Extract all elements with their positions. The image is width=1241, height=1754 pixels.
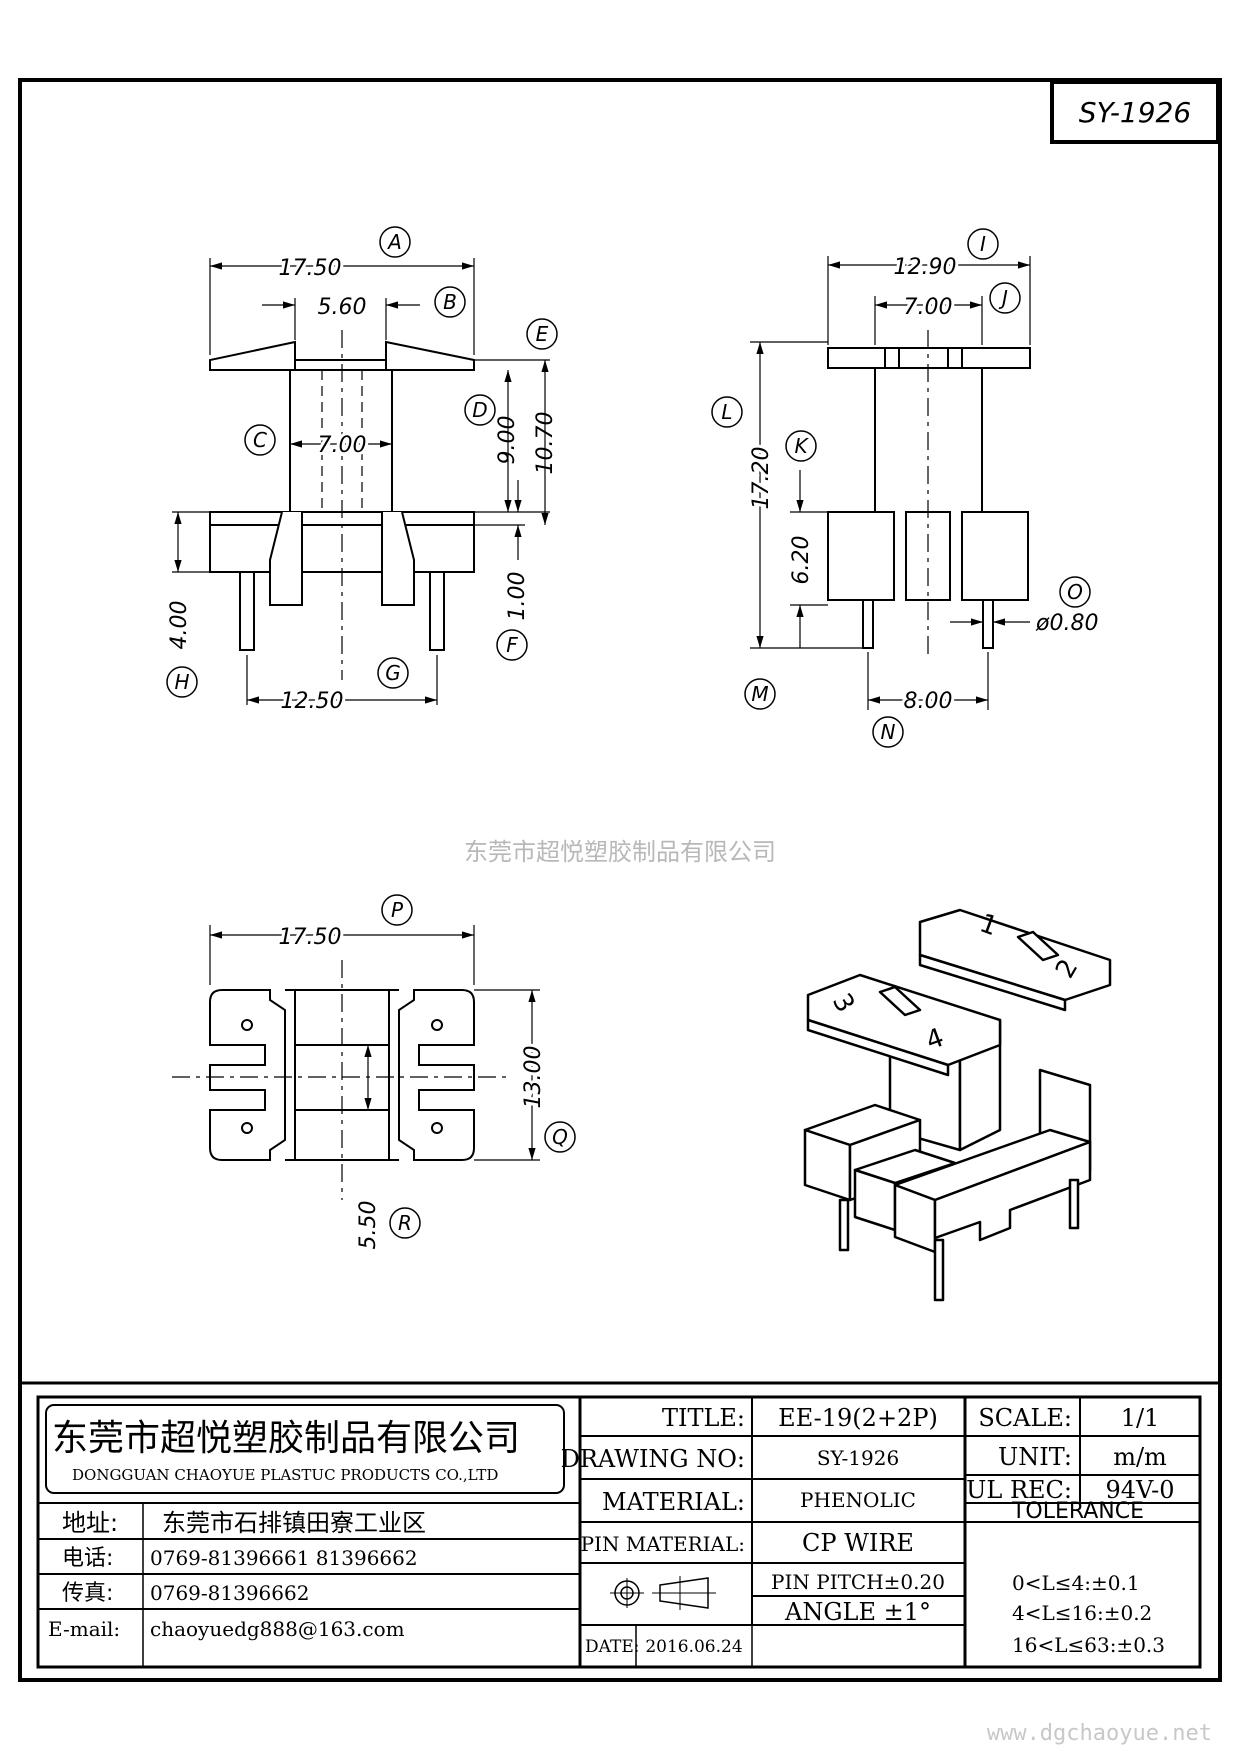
tolerance-row-3: 16<L≤63:±0.3 — [1012, 1633, 1165, 1657]
title-value: EE-19(2+2P) — [778, 1404, 938, 1432]
front-view — [172, 258, 550, 705]
callout-E: E — [536, 322, 549, 346]
callout-N: N — [881, 720, 896, 744]
callout-H: H — [174, 670, 189, 694]
callout-O: O — [1067, 580, 1083, 604]
dim-D: 9.00 — [495, 416, 520, 465]
dim-H: 4.00 — [167, 601, 192, 650]
callout-R: R — [398, 1211, 412, 1235]
address-label: 地址: — [62, 1509, 118, 1537]
drawing-code: SY-1926 — [1079, 96, 1191, 129]
dim-Q: 13.00 — [521, 1046, 546, 1109]
dim-P: 17.50 — [279, 925, 342, 950]
drawing-no-value: SY-1926 — [817, 1446, 899, 1470]
callout-M: M — [751, 682, 768, 706]
sheet-border — [18, 78, 1222, 1682]
dim-A: 17.50 — [279, 256, 342, 281]
tolerance-heading: TOLERANCE — [1011, 1499, 1144, 1524]
tolerance-row-1: 0<L≤4:±0.1 — [1012, 1571, 1140, 1595]
side-view — [750, 256, 1031, 710]
callout-C: C — [253, 428, 267, 452]
callout-D: D — [472, 398, 487, 422]
ul-rec-label: UL REC: — [966, 1476, 1072, 1504]
website-text: www.dgchaoyue.net — [987, 1721, 1212, 1746]
unit-value: m/m — [1113, 1443, 1167, 1471]
dim-C: 7.00 — [318, 433, 367, 458]
side-view-callout-letters: I J K L M N O — [721, 232, 1082, 744]
callout-Q: Q — [552, 1125, 568, 1149]
dim-G: 12.50 — [281, 689, 344, 714]
drawing-no-label: DRAWING NO: — [561, 1445, 745, 1473]
angle-tolerance: ANGLE ±1° — [784, 1598, 931, 1626]
material-label: MATERIAL: — [602, 1488, 745, 1516]
dim-F: 1.00 — [505, 572, 530, 621]
callout-P: P — [391, 898, 404, 922]
pin-material-value: CP WIRE — [802, 1529, 914, 1557]
title-block-text: 东莞市超悦塑胶制品有限公司 DONGGUAN CHAOYUE PLASTUC P… — [48, 1404, 1175, 1657]
front-view-dimension-text: 17.50 5.60 7.00 9.00 10.70 1.00 4.00 12.… — [167, 253, 558, 717]
date-label: DATE: — [585, 1637, 639, 1657]
watermark-text: 东莞市超悦塑胶制品有限公司 — [464, 838, 776, 866]
callout-I: I — [980, 232, 986, 256]
title-block — [20, 1381, 1220, 1669]
dim-L: 17.20 — [749, 447, 774, 510]
material-value: PHENOLIC — [800, 1488, 916, 1512]
drawing-code-box: SY-1926 — [1050, 80, 1220, 144]
dim-I: 12.90 — [894, 255, 957, 280]
phone-label: 电话: — [62, 1546, 113, 1571]
email-label: E-mail: — [48, 1617, 120, 1641]
dim-J: 7.00 — [904, 295, 953, 320]
callout-J: J — [998, 286, 1008, 310]
dim-B: 5.60 — [318, 295, 367, 320]
callout-A: A — [386, 230, 402, 254]
pin-pitch: PIN PITCH±0.20 — [771, 1570, 945, 1594]
ul-rec-value: 94V-0 — [1105, 1476, 1174, 1504]
tolerance-row-2: 4<L≤16:±0.2 — [1012, 1601, 1152, 1625]
bottom-view-dimension-text: 17.50 13.00 5.50 — [276, 922, 549, 1250]
callout-G: G — [385, 661, 401, 685]
company-name-cn: 东莞市超悦塑胶制品有限公司 — [52, 1418, 520, 1459]
isometric-view — [803, 908, 1112, 1302]
date-value: 2016.06.24 — [645, 1637, 742, 1657]
company-name-en: DONGGUAN CHAOYUE PLASTUC PRODUCTS CO.,LT… — [72, 1466, 498, 1484]
callout-K: K — [794, 434, 809, 458]
dim-K: 6.20 — [789, 536, 814, 585]
callout-B: B — [443, 290, 457, 314]
dim-O: ø0.80 — [1035, 611, 1098, 636]
bottom-view-callouts — [381, 894, 576, 1239]
scale-label: SCALE: — [978, 1404, 1072, 1432]
dim-N: 8.00 — [904, 689, 953, 714]
front-view-callouts — [166, 226, 558, 698]
title-label: TITLE: — [662, 1404, 745, 1432]
bottom-view — [172, 925, 540, 1200]
callout-L: L — [721, 400, 732, 424]
unit-label: UNIT: — [998, 1443, 1072, 1471]
fax-label: 传真: — [62, 1581, 113, 1606]
pin-material-label: PIN MATERIAL: — [581, 1532, 745, 1556]
bottom-view-callout-letters: P Q R — [391, 898, 568, 1235]
side-view-dimension-text: 12.90 7.00 17.20 6.20 ø0.80 8.00 — [746, 252, 1098, 717]
dim-R: 5.50 — [356, 1201, 381, 1250]
dim-E: 10.70 — [533, 412, 558, 475]
front-view-callout-letters: A B C D E F G H — [174, 230, 548, 694]
phone-value: 0769-81396661 81396662 — [150, 1546, 418, 1570]
scale-value: 1/1 — [1121, 1404, 1160, 1432]
fax-value: 0769-81396662 — [150, 1581, 309, 1605]
callout-F: F — [506, 633, 518, 657]
address-value: 东莞市石排镇田寮工业区 — [162, 1509, 426, 1537]
side-view-callouts — [711, 228, 1091, 748]
email-value: chaoyuedg888@163.com — [150, 1617, 405, 1641]
